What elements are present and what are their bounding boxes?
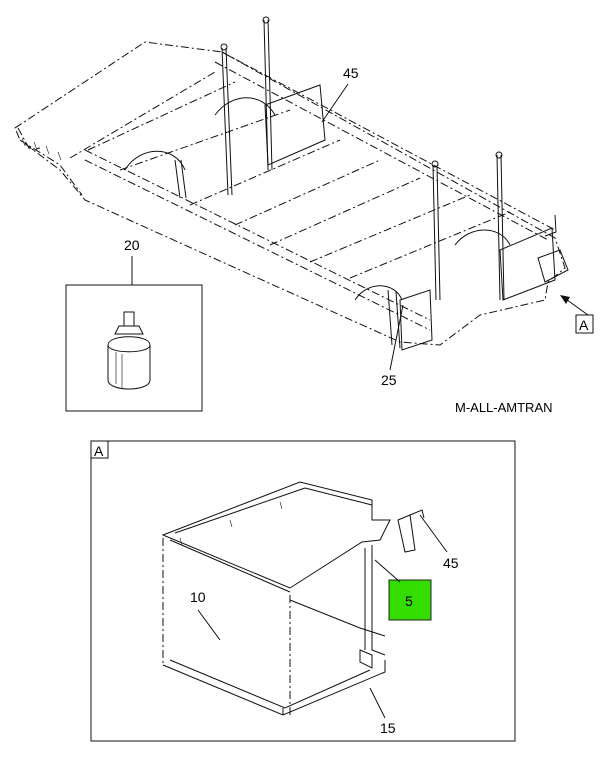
leader-5	[374, 559, 401, 583]
callout-25: 25	[381, 372, 397, 388]
detail-view-a-label: A	[94, 443, 104, 459]
callout-45-detail: 45	[443, 555, 459, 571]
view-reference-a-top: A	[560, 295, 594, 334]
svg-text:A: A	[579, 317, 589, 333]
callout-15: 15	[380, 720, 396, 736]
highlight-box-5	[388, 579, 432, 621]
canister-box	[65, 284, 203, 412]
callout-20: 20	[124, 237, 140, 253]
leader-25	[389, 304, 404, 371]
leader-45-detail	[419, 514, 448, 553]
callout-10: 10	[190, 589, 206, 605]
bulkhead-detail	[161, 481, 425, 716]
callout-45-top: 45	[343, 65, 359, 81]
detail-view-a-tag	[90, 440, 109, 459]
leader-45-top	[321, 83, 349, 123]
leader-10	[197, 609, 221, 641]
callout-5: 5	[405, 593, 413, 609]
floor-frame-assembly	[14, 16, 569, 351]
leader-15	[369, 687, 386, 719]
model-label: M-ALL-AMTRAN	[455, 400, 553, 415]
detail-view-a-frame	[90, 440, 516, 742]
canister-illustration	[107, 311, 151, 390]
